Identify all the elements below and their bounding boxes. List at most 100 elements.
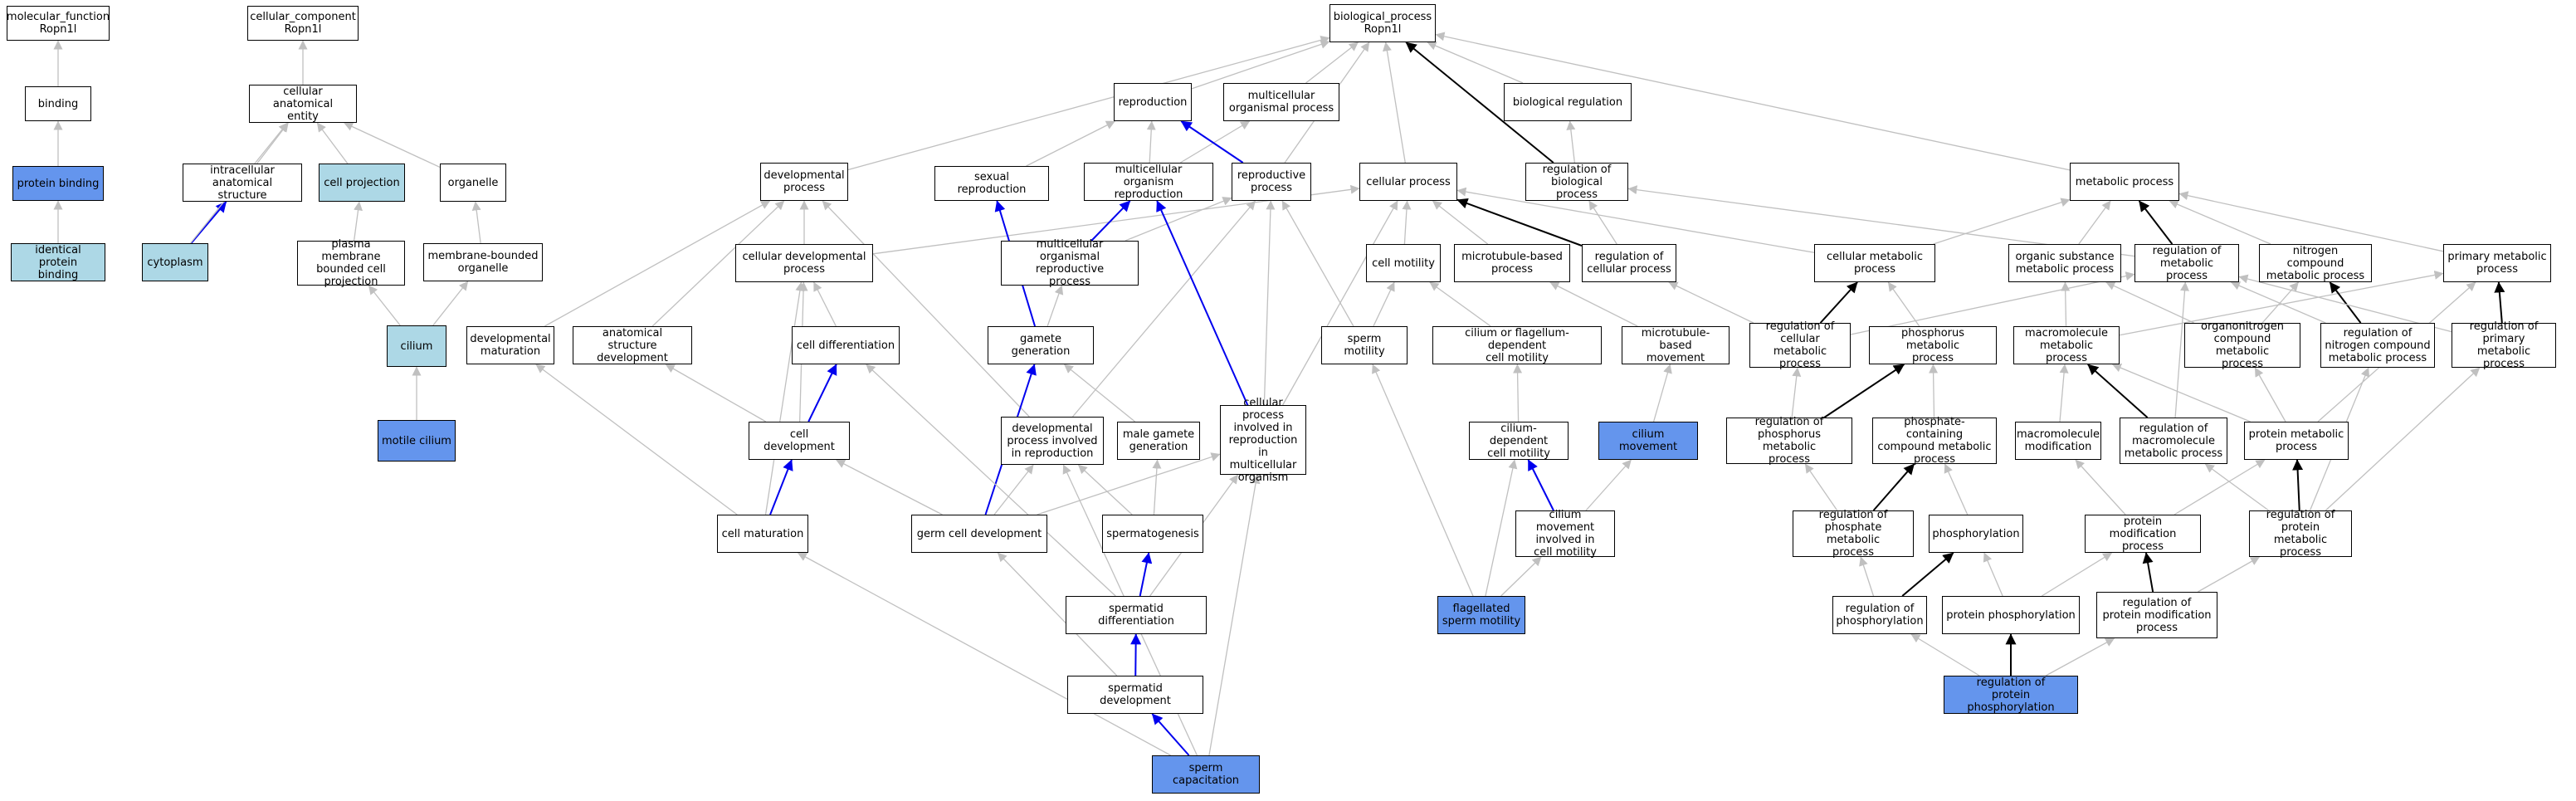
node-spermatid-differentiation[interactable]: spermatid differentiation	[1066, 596, 1207, 634]
node-developmental-maturation[interactable]: developmental maturation	[466, 326, 554, 364]
node-phosphorylation[interactable]: phosphorylation	[1929, 515, 2023, 553]
edge-plasma-membrane-bounded-cell-projection-to-cell-projection	[353, 201, 363, 242]
node-reproduction[interactable]: reproduction	[1114, 83, 1192, 121]
node-metabolic-process[interactable]: metabolic process	[2070, 163, 2179, 201]
node-biological-regulation[interactable]: biological regulation	[1504, 83, 1632, 121]
edge-germ-cell-development-to-cell-development	[836, 459, 943, 515]
node-regulation-of-phosphorus-metabolic-process[interactable]: regulation of phosphorus metabolic proce…	[1726, 416, 1852, 466]
edge-cellular-process-involved-in-reproduction-to-cellular-process	[1282, 200, 1398, 406]
node-cilium-movement-involved-in-cell-motility[interactable]: cilium movement involved in cell motilit…	[1515, 509, 1615, 559]
node-macromolecule-modification[interactable]: macromolecule modification	[2015, 422, 2101, 460]
node-protein-phosphorylation[interactable]: protein phosphorylation	[1942, 596, 2080, 634]
node-cytoplasm[interactable]: cytoplasm	[142, 243, 208, 281]
edge-cell-development-to-cell-differentiation	[807, 364, 837, 422]
node-regulation-of-macromolecule-metabolic-process[interactable]: regulation of macromolecule metabolic pr…	[2120, 418, 2227, 464]
edge-regulation-of-protein-metabolic-process-to-regulation-of-macromolecule-metabolic-process	[2204, 463, 2270, 511]
node-developmental-process-involved-in-reproduction[interactable]: developmental process involved in reprod…	[1001, 417, 1104, 465]
edge-protein-modification-process-to-protein-metabolic-process	[2174, 459, 2266, 515]
node-cell-differentiation[interactable]: cell differentiation	[792, 326, 900, 364]
node-membrane-bounded-organelle[interactable]: membrane-bounded organelle	[423, 243, 543, 281]
node-motile-cilium[interactable]: motile cilium	[378, 420, 456, 462]
node-cellular-component[interactable]: cellular_component Ropn1l	[247, 6, 359, 41]
node-protein-modification-process[interactable]: protein modification process	[2085, 515, 2201, 553]
edge-regulation-of-cellular-process-to-cellular-process	[1456, 198, 1583, 247]
node-sexual-reproduction[interactable]: sexual reproduction	[934, 166, 1049, 201]
node-cell-motility[interactable]: cell motility	[1366, 244, 1441, 282]
node-sperm-capacitation[interactable]: sperm capacitation	[1152, 755, 1260, 794]
node-cilium-dependent-cell-motility[interactable]: cilium-dependent cell motility	[1469, 422, 1569, 460]
node-phosphorus-metabolic-process[interactable]: phosphorus metabolic process	[1869, 326, 1997, 364]
edge-germ-cell-development-to-developmental-process-involved-in-reproduction	[993, 464, 1034, 515]
node-plasma-membrane-bounded-cell-projection[interactable]: plasma membrane bounded cell projection	[297, 238, 405, 288]
node-protein-binding[interactable]: protein binding	[12, 166, 104, 201]
node-multicellular-organism-reproduction[interactable]: multicellular organism reproduction	[1084, 163, 1213, 201]
edge-cilium-to-membrane-bounded-organelle	[432, 281, 469, 326]
edge-regulation-of-macromolecule-metabolic-process-to-macromolecule-metabolic-process	[2087, 364, 2149, 418]
node-cilium-movement[interactable]: cilium movement	[1598, 422, 1698, 460]
node-cellular-process-involved-in-reproduction[interactable]: cellular process involved in reproductio…	[1220, 397, 1306, 484]
node-microtubule-based-process[interactable]: microtubule-based process	[1454, 244, 1570, 282]
node-germ-cell-development[interactable]: germ cell development	[911, 515, 1047, 553]
edge-regulation-of-protein-modification-process-to-regulation-of-protein-metabolic-process	[2198, 556, 2261, 593]
node-cell-development[interactable]: cell development	[749, 422, 850, 460]
node-regulation-of-nitrogen-compound-metabolic-process[interactable]: regulation of nitrogen compound metaboli…	[2320, 323, 2435, 368]
node-binding[interactable]: binding	[25, 86, 91, 121]
node-cellular-metabolic-process[interactable]: cellular metabolic process	[1814, 244, 1935, 282]
node-cellular-developmental-process[interactable]: cellular developmental process	[735, 244, 873, 282]
node-developmental-process[interactable]: developmental process	[760, 163, 848, 201]
node-nitrogen-compound-metabolic-process[interactable]: nitrogen compound metabolic process	[2259, 244, 2372, 282]
node-organelle[interactable]: organelle	[440, 164, 506, 202]
node-reproductive-process[interactable]: reproductive process	[1232, 163, 1311, 201]
node-regulation-of-cellular-metabolic-process[interactable]: regulation of cellular metabolic process	[1749, 320, 1851, 370]
node-cilium-or-flagellum-dependent-cell-motility[interactable]: cilium or flagellum-dependent cell motil…	[1432, 326, 1602, 364]
node-regulation-of-biological-process[interactable]: regulation of biological process	[1525, 163, 1628, 201]
node-protein-metabolic-process[interactable]: protein metabolic process	[2244, 422, 2349, 460]
node-regulation-of-primary-metabolic-process[interactable]: regulation of primary metabolic process	[2452, 320, 2556, 370]
node-cell-projection[interactable]: cell projection	[319, 164, 405, 202]
edge-cellular-process-involved-in-reproduction-to-multicellular-organism-reproduction	[1156, 200, 1249, 406]
node-regulation-of-protein-phosphorylation[interactable]: regulation of protein phosphorylation	[1944, 676, 2078, 714]
edge-regulation-of-biological-process-to-biological-process	[1405, 42, 1554, 164]
node-cellular-anatomical-entity[interactable]: cellular anatomical entity	[249, 85, 357, 123]
node-cell-maturation[interactable]: cell maturation	[717, 515, 808, 553]
node-primary-metabolic-process[interactable]: primary metabolic process	[2443, 244, 2551, 282]
node-phosphate-containing-compound-metabolic-process[interactable]: phosphate-containing compound metabolic …	[1872, 416, 1997, 466]
edge-organonitrogen-compound-metabolic-process-to-nitrogen-compound-metabolic-process	[2261, 281, 2300, 324]
node-regulation-of-metabolic-process[interactable]: regulation of metabolic process	[2134, 244, 2239, 282]
edge-phosphorylation-to-phosphate-containing-compound-metabolic-process	[1944, 463, 1969, 515]
node-sperm-motility[interactable]: sperm motility	[1321, 326, 1408, 364]
node-intracellular-anatomical-structure[interactable]: intracellular anatomical structure	[183, 164, 302, 202]
node-regulation-of-protein-metabolic-process[interactable]: regulation of protein metabolic process	[2249, 509, 2352, 559]
node-multicellular-organismal-process[interactable]: multicellular organismal process	[1223, 83, 1339, 121]
edge-protein-metabolic-process-to-organonitrogen-compound-metabolic-process	[2254, 367, 2286, 422]
node-microtubule-based-movement[interactable]: microtubule-based movement	[1622, 326, 1730, 364]
edge-cell-projection-to-cellular-anatomical-entity	[316, 122, 349, 164]
node-anatomical-structure-development[interactable]: anatomical structure development	[573, 326, 692, 364]
edge-developmental-process-to-biological-process	[847, 35, 1330, 171]
node-regulation-of-phosphate-metabolic-process[interactable]: regulation of phosphate metabolic proces…	[1793, 509, 1914, 559]
node-cellular-process[interactable]: cellular process	[1359, 163, 1457, 201]
node-identical-protein-binding[interactable]: identical protein binding	[11, 243, 105, 281]
node-flagellated-sperm-motility[interactable]: flagellated sperm motility	[1437, 596, 1525, 634]
edge-sperm-motility-to-reproductive-process	[1281, 200, 1354, 327]
edge-cilium-dependent-cell-motility-to-cilium-or-flagellum-dependent-cell-motility	[1513, 364, 1523, 422]
node-macromolecule-metabolic-process[interactable]: macromolecule metabolic process	[2013, 326, 2120, 364]
edge-primary-metabolic-process-to-metabolic-process	[2178, 191, 2444, 252]
node-regulation-of-phosphorylation[interactable]: regulation of phosphorylation	[1832, 596, 1927, 634]
node-cilium[interactable]: cilium	[387, 325, 446, 367]
node-spermatogenesis[interactable]: spermatogenesis	[1102, 515, 1203, 553]
node-molecular-function[interactable]: molecular_function Ropn1l	[7, 6, 110, 41]
node-regulation-of-cellular-process[interactable]: regulation of cellular process	[1582, 244, 1676, 282]
edge-protein-phosphorylation-to-protein-modification-process	[2041, 552, 2113, 597]
node-male-gamete-generation[interactable]: male gamete generation	[1117, 422, 1200, 460]
node-gamete-generation[interactable]: gamete generation	[988, 326, 1094, 364]
node-multicellular-organismal-reproductive-process[interactable]: multicellular organismal reproductive pr…	[1001, 238, 1139, 288]
node-spermatid-development[interactable]: spermatid development	[1067, 676, 1203, 714]
node-biological-process[interactable]: biological_process Ropn1l	[1329, 4, 1436, 42]
node-regulation-of-protein-modification-process[interactable]: regulation of protein modification proce…	[2096, 592, 2217, 638]
node-organonitrogen-compound-metabolic-process[interactable]: organonitrogen compound metabolic proces…	[2184, 320, 2300, 370]
edge-protein-modification-process-to-macromolecule-modification	[2075, 459, 2126, 515]
node-organic-substance-metabolic-process[interactable]: organic substance metabolic process	[2008, 244, 2121, 282]
